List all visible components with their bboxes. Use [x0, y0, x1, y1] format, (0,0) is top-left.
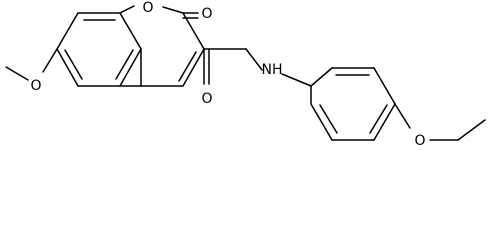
- carbonyl-oxygen-label: O: [201, 6, 212, 22]
- bond: [319, 104, 338, 134]
- ethoxy-oxygen-label: O: [414, 133, 425, 149]
- bond: [56, 12, 79, 50]
- bond: [5, 66, 29, 81]
- carbonyl-group: [182, 12, 199, 19]
- bond: [457, 119, 486, 141]
- bond: [119, 5, 135, 14]
- bond: [373, 67, 396, 105]
- bond: [178, 51, 197, 82]
- bond: [42, 48, 58, 73]
- bond: [182, 12, 205, 50]
- methoxy-group: [5, 48, 58, 81]
- pyranone-ring: [119, 5, 205, 87]
- ring-oxygen-label: O: [142, 0, 153, 16]
- bond: [394, 103, 411, 129]
- bond: [245, 48, 263, 71]
- bond: [281, 73, 312, 87]
- bond: [182, 48, 205, 87]
- coumarin-benzene-ring: [56, 12, 142, 87]
- methoxy-oxygen-label: O: [30, 78, 41, 94]
- bond: [310, 67, 333, 87]
- bond: [64, 49, 83, 80]
- bond: [56, 48, 79, 87]
- bond: [162, 6, 184, 14]
- bond: [369, 104, 388, 134]
- bond: [119, 12, 142, 50]
- amide-oxygen-label: O: [201, 91, 212, 107]
- bond: [119, 48, 142, 87]
- bond: [115, 49, 134, 80]
- bond: [373, 103, 396, 141]
- bond: [310, 103, 333, 141]
- amide-nh-label: NH: [262, 62, 283, 78]
- phenyl-ring: [310, 67, 396, 141]
- amide-group: [203, 48, 312, 87]
- ethoxy-group: [394, 103, 486, 141]
- chemical-structure: O O O NH O O: [5, 0, 486, 149]
